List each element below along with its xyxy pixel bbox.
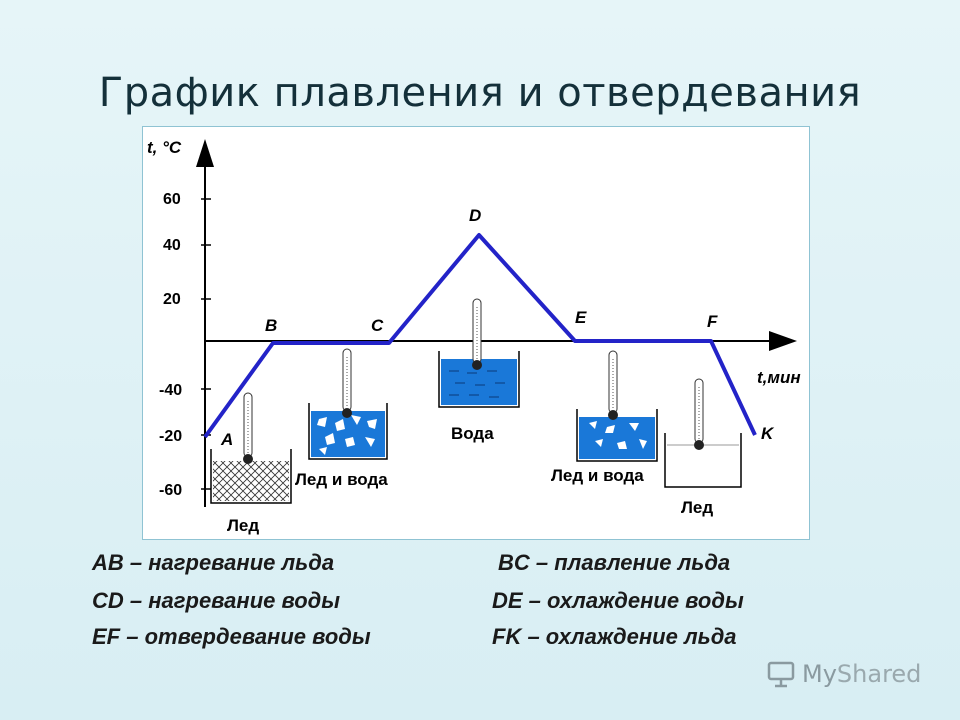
- caption-ice-water-1: Лед и вода: [295, 470, 388, 489]
- caption-ice-water-2: Лед и вода: [551, 466, 644, 485]
- legend-fk: FK – охлаждение льда: [492, 624, 737, 649]
- caption-ice-right: Лед: [681, 498, 713, 517]
- legend-de: DE – охлаждение воды: [492, 588, 744, 613]
- point-label-f: F: [707, 312, 718, 331]
- point-label-e: E: [575, 308, 587, 327]
- point-label-a: A: [220, 430, 233, 449]
- legend-ef: EF – отвердевание воды: [92, 624, 371, 649]
- vessel-ice-water-2: [576, 350, 658, 462]
- caption-water: Вода: [451, 424, 494, 443]
- y-tick-label: 20: [163, 291, 181, 308]
- y-tick-label: 40: [163, 237, 181, 254]
- point-label-c: C: [371, 316, 384, 335]
- melting-diagram: t, °C t,мин 60 40 20 -40 -20 -60 A B C D…: [147, 138, 801, 535]
- x-axis-arrow-icon: [769, 331, 797, 351]
- page-title: График плавления и отвердевания: [98, 70, 862, 116]
- vessel-water: [438, 298, 520, 408]
- x-axis-label: t,мин: [757, 368, 801, 387]
- point-label-b: B: [265, 316, 277, 335]
- watermark-text: MyShared: [802, 660, 922, 688]
- watermark: MyShared: [766, 656, 921, 692]
- legend-bc: BC – плавление льда: [498, 550, 731, 575]
- thermometer-icon: [608, 350, 618, 414]
- vessel-ice-left: [210, 392, 292, 504]
- y-tick-label: -60: [159, 482, 182, 499]
- y-axis-label: t, °C: [147, 138, 182, 157]
- point-label-k: K: [761, 424, 775, 443]
- legend-cd: CD – нагревание воды: [92, 588, 341, 613]
- thermometer-icon: [342, 348, 352, 412]
- vessel-ice-right: [664, 378, 742, 488]
- legend: AB – нагревание льда BC – плавление льда…: [0, 546, 960, 666]
- caption-ice-left: Лед: [227, 516, 259, 535]
- y-axis-arrow-icon: [196, 139, 214, 167]
- legend-ab: AB – нагревание льда: [92, 550, 335, 575]
- point-label-d: D: [469, 206, 481, 225]
- diagram-panel: t, °C t,мин 60 40 20 -40 -20 -60 A B C D…: [142, 126, 810, 540]
- temperature-curve: [203, 233, 757, 439]
- y-tick-label: -40: [159, 382, 182, 399]
- projector-screen-icon: [767, 661, 795, 688]
- vessel-ice-water-1: [308, 348, 388, 460]
- y-tick-label: -20: [159, 428, 182, 445]
- y-tick-label: 60: [163, 191, 181, 208]
